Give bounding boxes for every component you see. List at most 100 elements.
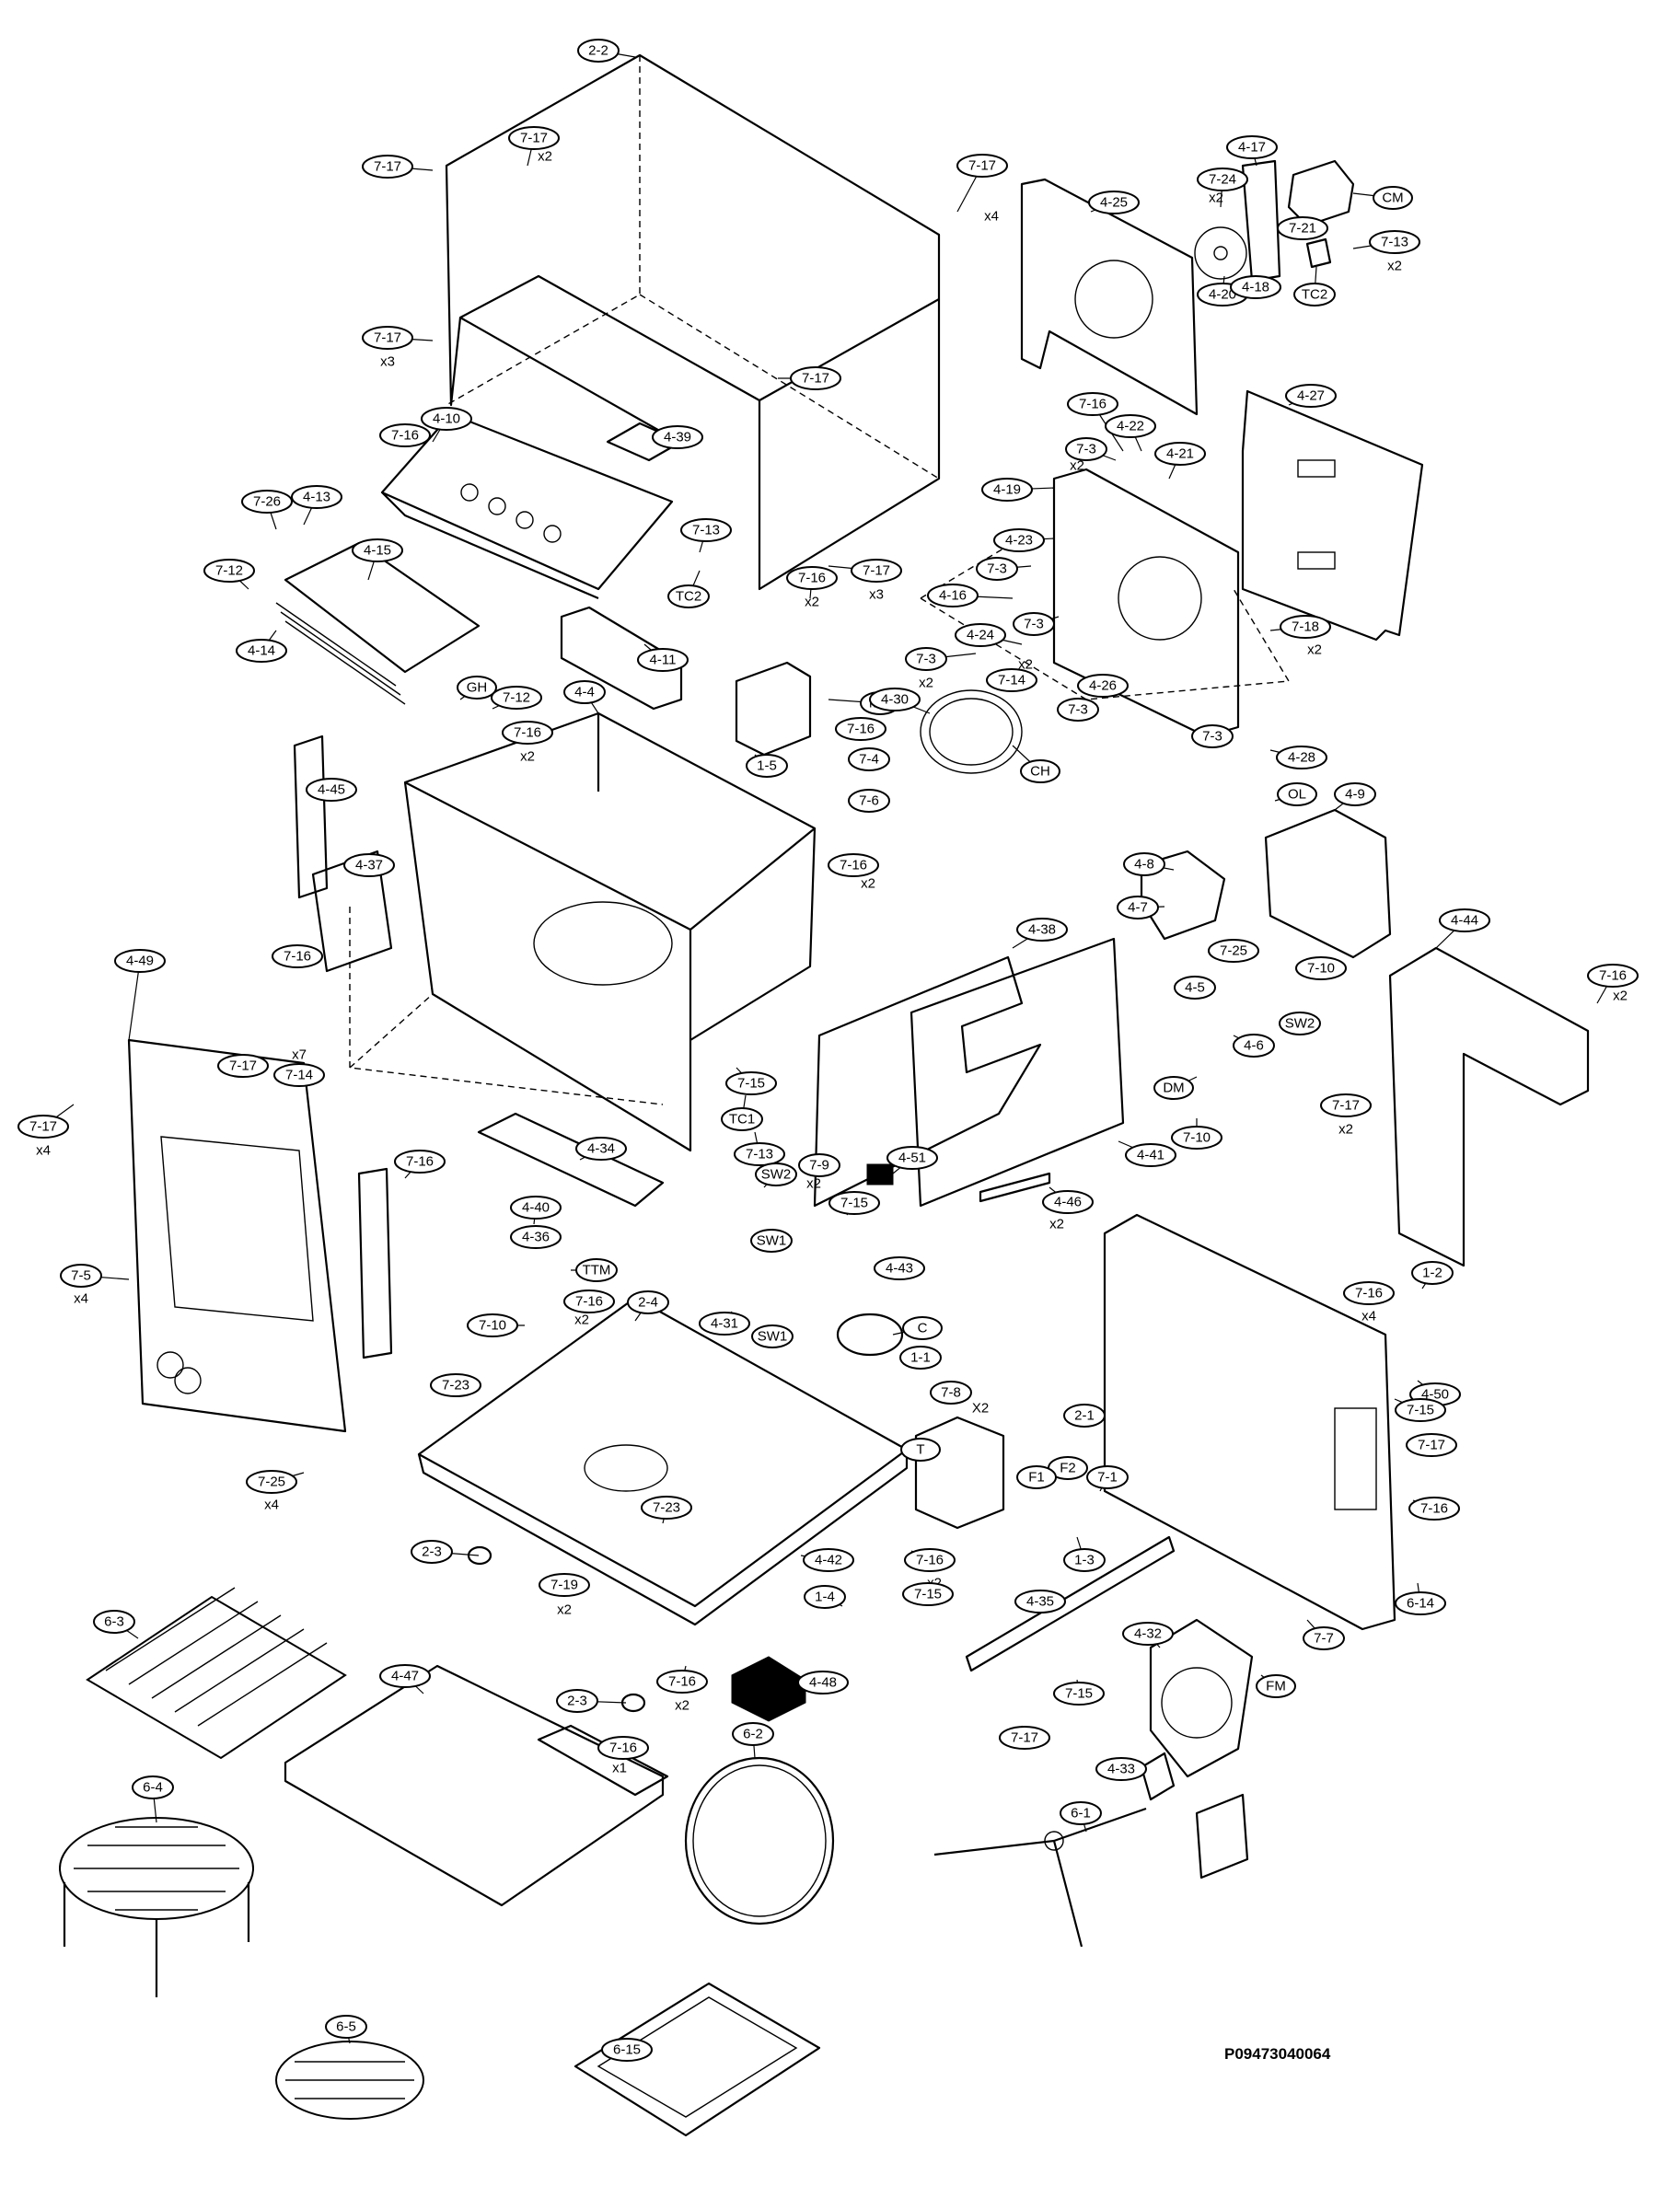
callout-label: 7-14: [285, 1068, 313, 1083]
callout-label: 7-12: [503, 690, 530, 706]
callout-label: 4-11: [650, 653, 677, 668]
control-top-4-10-hole-b: [488, 497, 506, 515]
callout-bubble: [272, 944, 323, 968]
callout-quantity: x2: [675, 1698, 689, 1714]
callout-label: 7-15: [840, 1196, 868, 1211]
callout-4-9: 4-9: [1334, 782, 1376, 806]
callout-4-6: 4-6: [1233, 1034, 1275, 1058]
callout-label: 4-46: [1054, 1195, 1082, 1210]
callout-label: 7-1: [1097, 1470, 1118, 1486]
callout-bubble: [1587, 964, 1639, 988]
callout-bubble: [1105, 414, 1156, 438]
back-case-2-1: [1103, 1213, 1396, 1631]
callout-label: DM: [1163, 1081, 1184, 1096]
callout-bubble: [797, 1671, 849, 1694]
callout-bubble: [993, 528, 1045, 552]
callout-bubble: [1060, 1801, 1102, 1825]
sheet-4-38: [813, 955, 1042, 1208]
callout-bubble: [627, 1290, 669, 1314]
callout-label: F1: [1028, 1470, 1045, 1486]
callout-bubble: [93, 1610, 135, 1634]
callout-bubble: [352, 538, 403, 562]
bracket-4-34: [477, 1112, 665, 1208]
callout-quantity: x2: [557, 1602, 572, 1618]
cavity-4-4-hidden: [349, 907, 664, 1105]
callout-bubble: [575, 1137, 627, 1161]
callout-bubble: [981, 478, 1033, 502]
callout-label: 4-6: [1244, 1038, 1264, 1054]
callout-bubble: [325, 2015, 367, 2039]
callout-7-17: 7-17: [1406, 1433, 1457, 1457]
callout-f2: F2: [1048, 1456, 1088, 1480]
callout-label: 7-26: [253, 494, 281, 510]
callout-bubble: [601, 2038, 653, 2062]
callout-label: 4-16: [939, 588, 967, 604]
callout-bubble: [1256, 1674, 1296, 1698]
callout-label: 7-18: [1292, 619, 1319, 635]
callout-bubble: [556, 1689, 598, 1713]
callout-4-35: 4-35: [1014, 1590, 1066, 1613]
callout-label: 7-16: [514, 725, 541, 741]
door-knob-b: [174, 1367, 202, 1394]
callout-bubble: [217, 1054, 269, 1078]
callout-bubble: [273, 1063, 325, 1087]
callout-label: 7-3: [1202, 729, 1222, 745]
callout-bubble: [900, 1438, 941, 1462]
callout-bubble: [1088, 191, 1140, 214]
callout-label: 7-17: [229, 1058, 257, 1074]
callout-bubble: [1406, 1433, 1457, 1457]
callout-label: 7-17: [968, 158, 996, 174]
callout-quantity: x2: [861, 876, 875, 892]
grill-heater-rods: [275, 602, 406, 705]
callout-label: OL: [1288, 787, 1306, 803]
callout-7-4: 7-4: [848, 747, 890, 771]
callout-bubble: [246, 1470, 297, 1494]
callout-7-10: 7-10: [1171, 1126, 1222, 1150]
callout-4-15: 4-15: [352, 538, 403, 562]
callout-bubble: [1276, 746, 1327, 769]
callout-label: 4-25: [1100, 195, 1128, 211]
callout-label: 7-10: [1307, 961, 1335, 977]
callout-4-33: 4-33: [1095, 1757, 1147, 1781]
callout-bubble: [430, 1373, 481, 1397]
callout-label: 7-13: [746, 1147, 773, 1162]
callout-label: 6-2: [743, 1727, 763, 1742]
duct-4-9: [1264, 808, 1392, 959]
callout-bubble: [291, 485, 342, 509]
callout-label: 4-21: [1166, 446, 1194, 462]
callout-1-4: 1-4: [804, 1585, 846, 1609]
callout-bubble: [508, 126, 560, 150]
callout-bubble: [379, 423, 431, 447]
callout-bubble: [1153, 1076, 1194, 1100]
plate-4-47-side: [537, 1724, 669, 1797]
baking-tray-6-15-inner: [597, 1996, 798, 2118]
callout-label: 4-30: [881, 692, 909, 708]
callout-7-3: 7-3x2: [905, 647, 947, 691]
callout-label: 7-16: [798, 571, 826, 586]
magnetron-mg: [735, 661, 812, 757]
callout-4-23: 4-23: [993, 528, 1045, 552]
callout-label: 7-23: [442, 1378, 469, 1394]
callout-7-15: 7-15: [1053, 1682, 1105, 1706]
callout-label: 7-16: [1355, 1286, 1383, 1301]
callout-label: F2: [1060, 1461, 1076, 1476]
callout-bubble: [1117, 896, 1159, 919]
callout-label: 2-3: [422, 1544, 442, 1560]
callout-label: 4-7: [1128, 900, 1148, 916]
callout-bubble: [1125, 1143, 1176, 1167]
callout-bubble: [828, 1191, 880, 1215]
callout-label: 4-41: [1137, 1148, 1164, 1163]
callout-bubble: [955, 623, 1006, 647]
callout-7-12: 7-12: [491, 686, 542, 710]
callout-7-8: 7-8X2: [930, 1381, 989, 1417]
callout-label: 7-15: [737, 1076, 765, 1092]
callout-ol: OL: [1277, 782, 1317, 806]
callout-4-45: 4-45: [306, 778, 357, 802]
callout-4-10: 4-10: [421, 407, 472, 431]
callout-label: SW1: [758, 1329, 788, 1345]
callout-label: 4-31: [711, 1316, 738, 1332]
cover-sheet-4-27: [1241, 389, 1424, 642]
